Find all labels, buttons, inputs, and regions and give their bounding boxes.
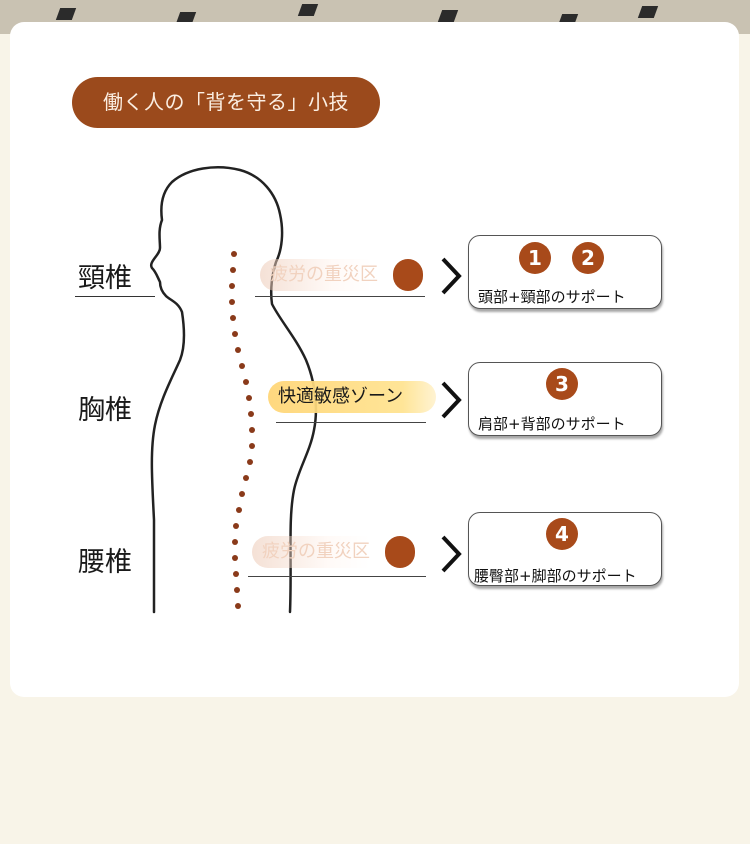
region-label-thoracic: 胸椎 <box>78 395 132 426</box>
spine-dots <box>229 251 255 609</box>
region-underline <box>75 296 155 297</box>
page-title: 働く人の「背を守る」小技 <box>72 77 380 128</box>
tag-underline <box>276 422 426 423</box>
region-label-cervical: 頸椎 <box>78 263 132 294</box>
chevron-right-icon <box>441 381 462 419</box>
support-box-cervical <box>468 235 662 309</box>
support-text-lumbar: 腰臀部+脚部のサポート <box>474 567 637 585</box>
zone-tag-dot <box>385 536 415 568</box>
chevron-right-icon <box>441 535 462 573</box>
tag-underline <box>255 296 425 297</box>
chevron-right-icon <box>441 257 462 295</box>
number-badge: 4 <box>546 518 578 550</box>
zone-tag-thoracic: 快適敏感ゾーン <box>268 381 436 413</box>
support-text-thoracic: 肩部+背部のサポート <box>478 415 626 433</box>
tag-underline <box>248 576 426 577</box>
support-text-cervical: 頭部+頸部のサポート <box>478 288 626 306</box>
zone-tag-dot <box>393 259 423 291</box>
number-badge: 3 <box>546 368 578 400</box>
number-badge: 2 <box>572 242 604 274</box>
number-badge: 1 <box>519 242 551 274</box>
region-label-lumbar: 腰椎 <box>78 547 132 578</box>
